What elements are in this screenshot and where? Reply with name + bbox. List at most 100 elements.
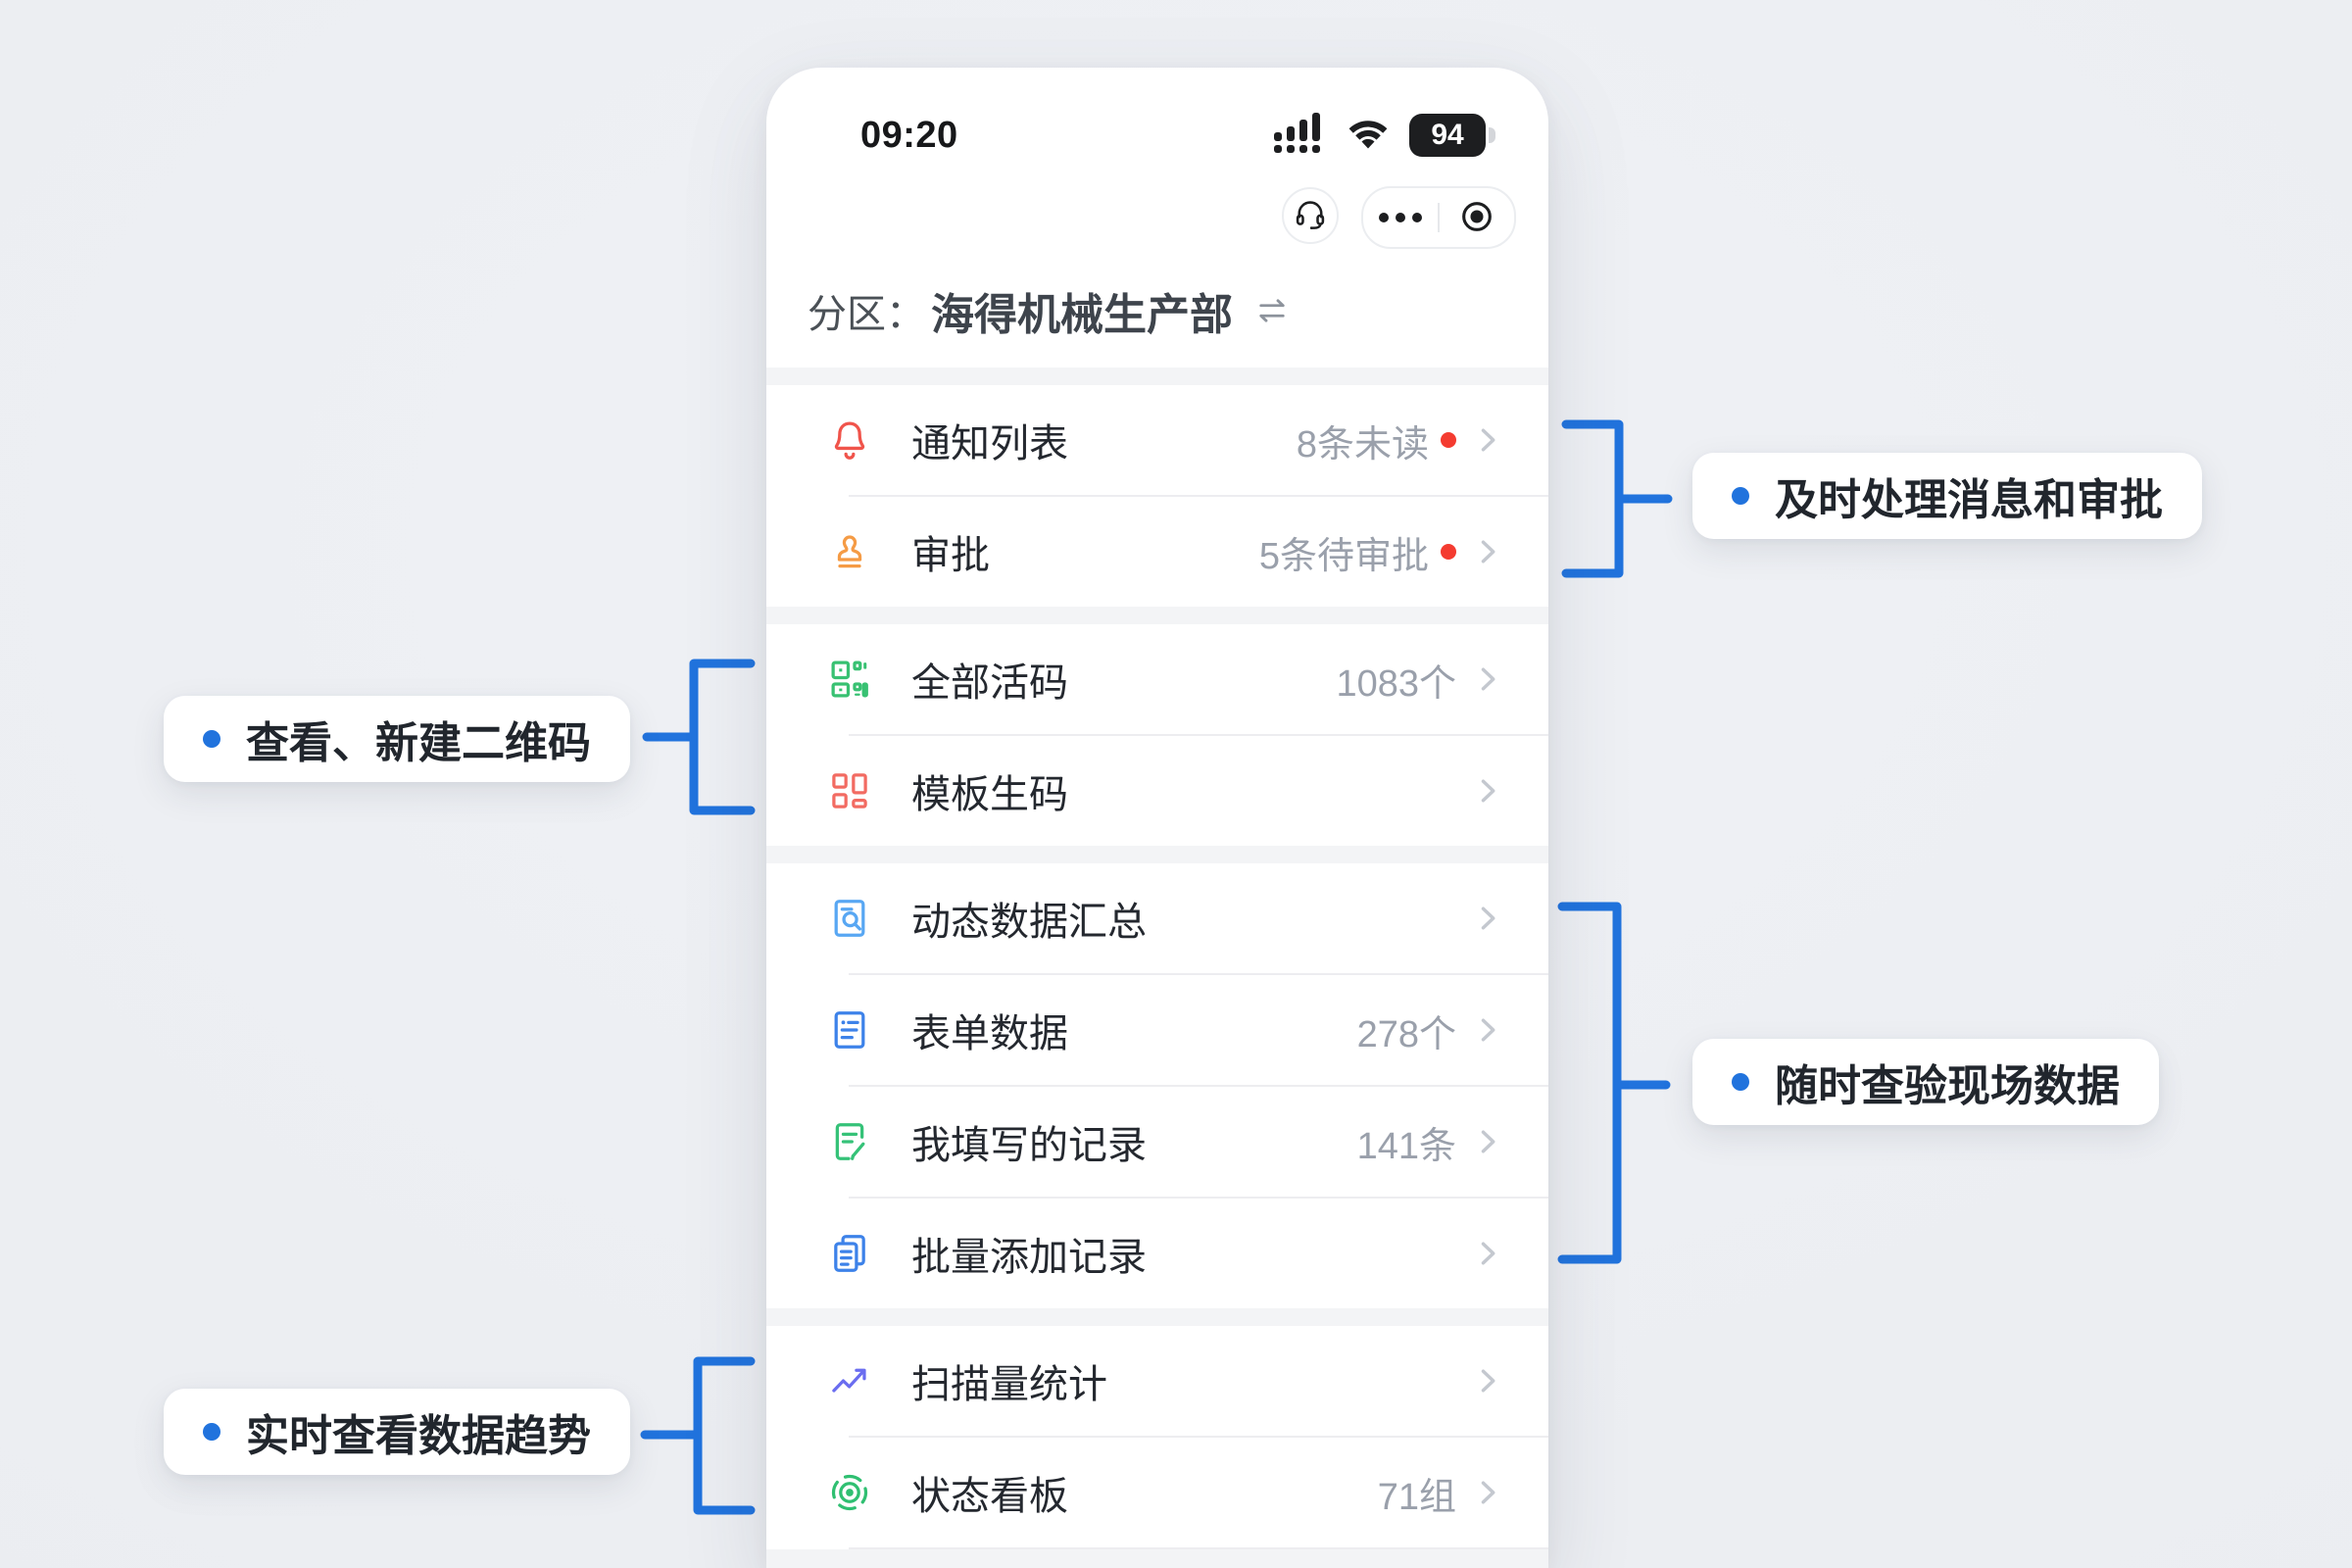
more-dots-icon	[1379, 213, 1422, 222]
swap-arrows-icon	[1254, 296, 1290, 325]
menu-group: 扫描量统计状态看板 71组	[766, 1326, 1548, 1547]
callout-qrcodes: 查看、新建二维码	[164, 696, 630, 782]
doc-copy-icon	[827, 1231, 872, 1276]
callout-field-data: 随时查验现场数据	[1692, 1039, 2159, 1125]
bullet-dot-icon	[1732, 487, 1749, 505]
menu-item-doc-search[interactable]: 动态数据汇总	[766, 863, 1548, 973]
qr-icon	[827, 657, 872, 702]
chevron-right-icon	[1470, 662, 1505, 697]
menu-group: 动态数据汇总表单数据 278个我填写的记录 141条批量添加记录	[766, 863, 1548, 1308]
doc-edit-icon	[827, 1119, 872, 1164]
section-separator	[766, 1549, 1548, 1568]
chevron-right-icon	[1470, 1124, 1505, 1159]
chevron-right-icon	[1470, 1236, 1505, 1271]
menu-list: 通知列表 8条未读审批 5条待审批全部活码 1083个模板生码动态数据汇总表单数据 27…	[766, 385, 1548, 1568]
row-divider	[849, 1436, 1548, 1438]
menu-item-value: 8条未读	[1296, 423, 1429, 466]
battery-percent: 94	[1431, 119, 1464, 151]
support-button[interactable]	[1282, 187, 1339, 244]
partition-label: 分区：	[808, 293, 925, 336]
menu-item-label: 模板生码	[911, 773, 1068, 816]
chevron-right-icon	[1470, 422, 1505, 458]
callout-messages: 及时处理消息和审批	[1692, 453, 2202, 539]
bullet-dot-icon	[203, 1423, 220, 1441]
partition-selector[interactable]: 分区： 海得机械生产部	[808, 275, 1290, 346]
chevron-right-icon	[1470, 1012, 1505, 1048]
row-divider	[849, 734, 1548, 736]
menu-item-label: 状态看板	[911, 1475, 1068, 1518]
miniprogram-capsule	[1361, 186, 1516, 249]
menu-item-value: 278个	[1356, 1013, 1456, 1055]
menu-item-template[interactable]: 模板生码	[766, 736, 1548, 846]
template-icon	[827, 768, 872, 813]
chevron-right-icon	[1470, 773, 1505, 808]
row-divider	[849, 495, 1548, 497]
callout-trends: 实时查看数据趋势	[164, 1389, 630, 1475]
callout-text: 实时查看数据趋势	[246, 1412, 591, 1460]
bracket-qrcodes	[642, 659, 756, 815]
section-separator	[766, 607, 1548, 624]
headset-icon	[1293, 197, 1328, 235]
section-separator	[766, 1308, 1548, 1326]
trend-icon	[827, 1358, 872, 1403]
menu-item-target[interactable]: 状态看板 71组	[766, 1438, 1548, 1547]
menu-item-label: 全部活码	[911, 662, 1068, 705]
bullet-dot-icon	[203, 730, 220, 748]
menu-item-label: 通知列表	[911, 422, 1068, 466]
menu-item-value: 5条待审批	[1258, 535, 1429, 577]
menu-item-doc-edit[interactable]: 我填写的记录 141条	[766, 1087, 1548, 1197]
unread-dot	[1441, 544, 1456, 560]
menu-item-value: 141条	[1356, 1125, 1456, 1167]
menu-group: 全部活码 1083个模板生码	[766, 624, 1548, 846]
bracket-field-data	[1557, 902, 1671, 1264]
menu-item-label: 扫描量统计	[911, 1363, 1107, 1406]
menu-item-value: 1083个	[1336, 662, 1456, 705]
row-divider	[849, 1547, 1548, 1549]
wifi-icon	[1345, 115, 1392, 157]
status-time: 09:20	[860, 114, 958, 156]
phone-frame: 09:20	[766, 68, 1548, 1568]
chevron-right-icon	[1470, 534, 1505, 569]
bell-icon	[827, 417, 872, 463]
menu-item-label: 表单数据	[911, 1012, 1068, 1055]
row-divider	[849, 973, 1548, 975]
menu-item-value: 71组	[1377, 1476, 1456, 1518]
capsule-divider	[1438, 203, 1440, 232]
callout-text: 随时查验现场数据	[1775, 1062, 2120, 1110]
battery-icon: 94	[1409, 114, 1495, 157]
cellular-signal-icon	[1274, 112, 1327, 159]
bullet-dot-icon	[1732, 1073, 1749, 1091]
doc-search-icon	[827, 896, 872, 941]
menu-item-label: 动态数据汇总	[911, 901, 1147, 944]
bracket-messages	[1561, 419, 1673, 578]
menu-item-label: 批量添加记录	[911, 1236, 1147, 1279]
menu-item-doc-copy[interactable]: 批量添加记录	[766, 1199, 1548, 1308]
menu-item-stamp[interactable]: 审批 5条待审批	[766, 497, 1548, 607]
row-divider	[849, 1085, 1548, 1087]
menu-item-doc-list[interactable]: 表单数据 278个	[766, 975, 1548, 1085]
menu-item-qr[interactable]: 全部活码 1083个	[766, 624, 1548, 734]
chevron-right-icon	[1470, 1475, 1505, 1510]
row-divider	[849, 1197, 1548, 1199]
target-icon	[1460, 200, 1494, 236]
menu-item-label: 审批	[911, 534, 990, 577]
section-separator	[766, 846, 1548, 863]
callout-text: 及时处理消息和审批	[1775, 476, 2163, 524]
section-separator	[766, 368, 1548, 385]
close-minimize-button[interactable]	[1440, 188, 1514, 247]
target-icon	[827, 1470, 872, 1515]
menu-group: 通知列表 8条未读审批 5条待审批	[766, 385, 1548, 607]
status-bar: 09:20	[860, 103, 1495, 168]
menu-item-label: 我填写的记录	[911, 1124, 1147, 1167]
chevron-right-icon	[1470, 1363, 1505, 1398]
stamp-icon	[827, 529, 872, 574]
chevron-right-icon	[1470, 901, 1505, 936]
partition-name: 海得机械生产部	[931, 291, 1233, 339]
bracket-trends	[640, 1356, 756, 1515]
doc-list-icon	[827, 1007, 872, 1053]
menu-item-trend[interactable]: 扫描量统计	[766, 1326, 1548, 1436]
more-button[interactable]	[1363, 188, 1438, 247]
menu-item-bell[interactable]: 通知列表 8条未读	[766, 385, 1548, 495]
unread-dot	[1441, 432, 1456, 448]
